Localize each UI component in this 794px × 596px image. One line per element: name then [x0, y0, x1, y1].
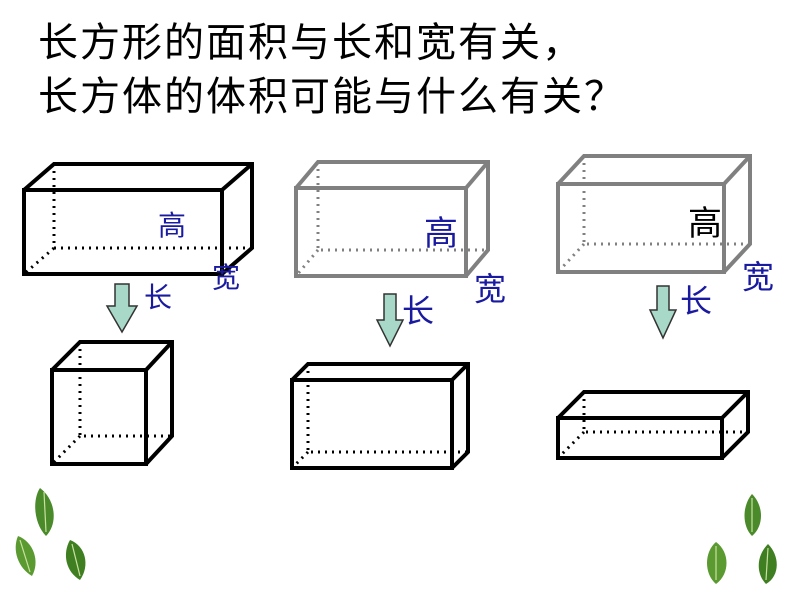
title-line-2: 长方体的体积可能与什么有关？: [38, 74, 626, 120]
leaf-icon: [65, 540, 86, 580]
height-label: 高: [158, 209, 187, 242]
box-2-tall: [290, 362, 470, 470]
box-3-original: [556, 154, 752, 274]
down-arrow-icon: [105, 283, 139, 334]
box-1-cube: [50, 340, 174, 466]
box-3-flat: [556, 390, 750, 460]
title-line-1: 长方形的面积与长和宽有关，: [38, 20, 584, 66]
down-arrow-icon: [648, 285, 678, 340]
width-label: 宽: [474, 270, 507, 308]
leaf-icon: [707, 542, 727, 584]
height-label: 高: [424, 214, 458, 254]
height-label: 高: [688, 204, 722, 244]
box-2-original: [294, 160, 490, 278]
length-label: 长: [144, 281, 173, 314]
leaf-icon: [744, 494, 761, 536]
width-label: 宽: [742, 258, 775, 296]
box-1-original: [22, 162, 254, 276]
leaf-icon: [15, 536, 36, 576]
down-arrow-icon: [375, 293, 405, 348]
length-label: 长: [402, 292, 435, 330]
length-label: 长: [680, 282, 713, 320]
leaf-icon: [758, 544, 777, 584]
leaf-icon: [35, 488, 54, 536]
width-label: 宽: [212, 261, 241, 294]
